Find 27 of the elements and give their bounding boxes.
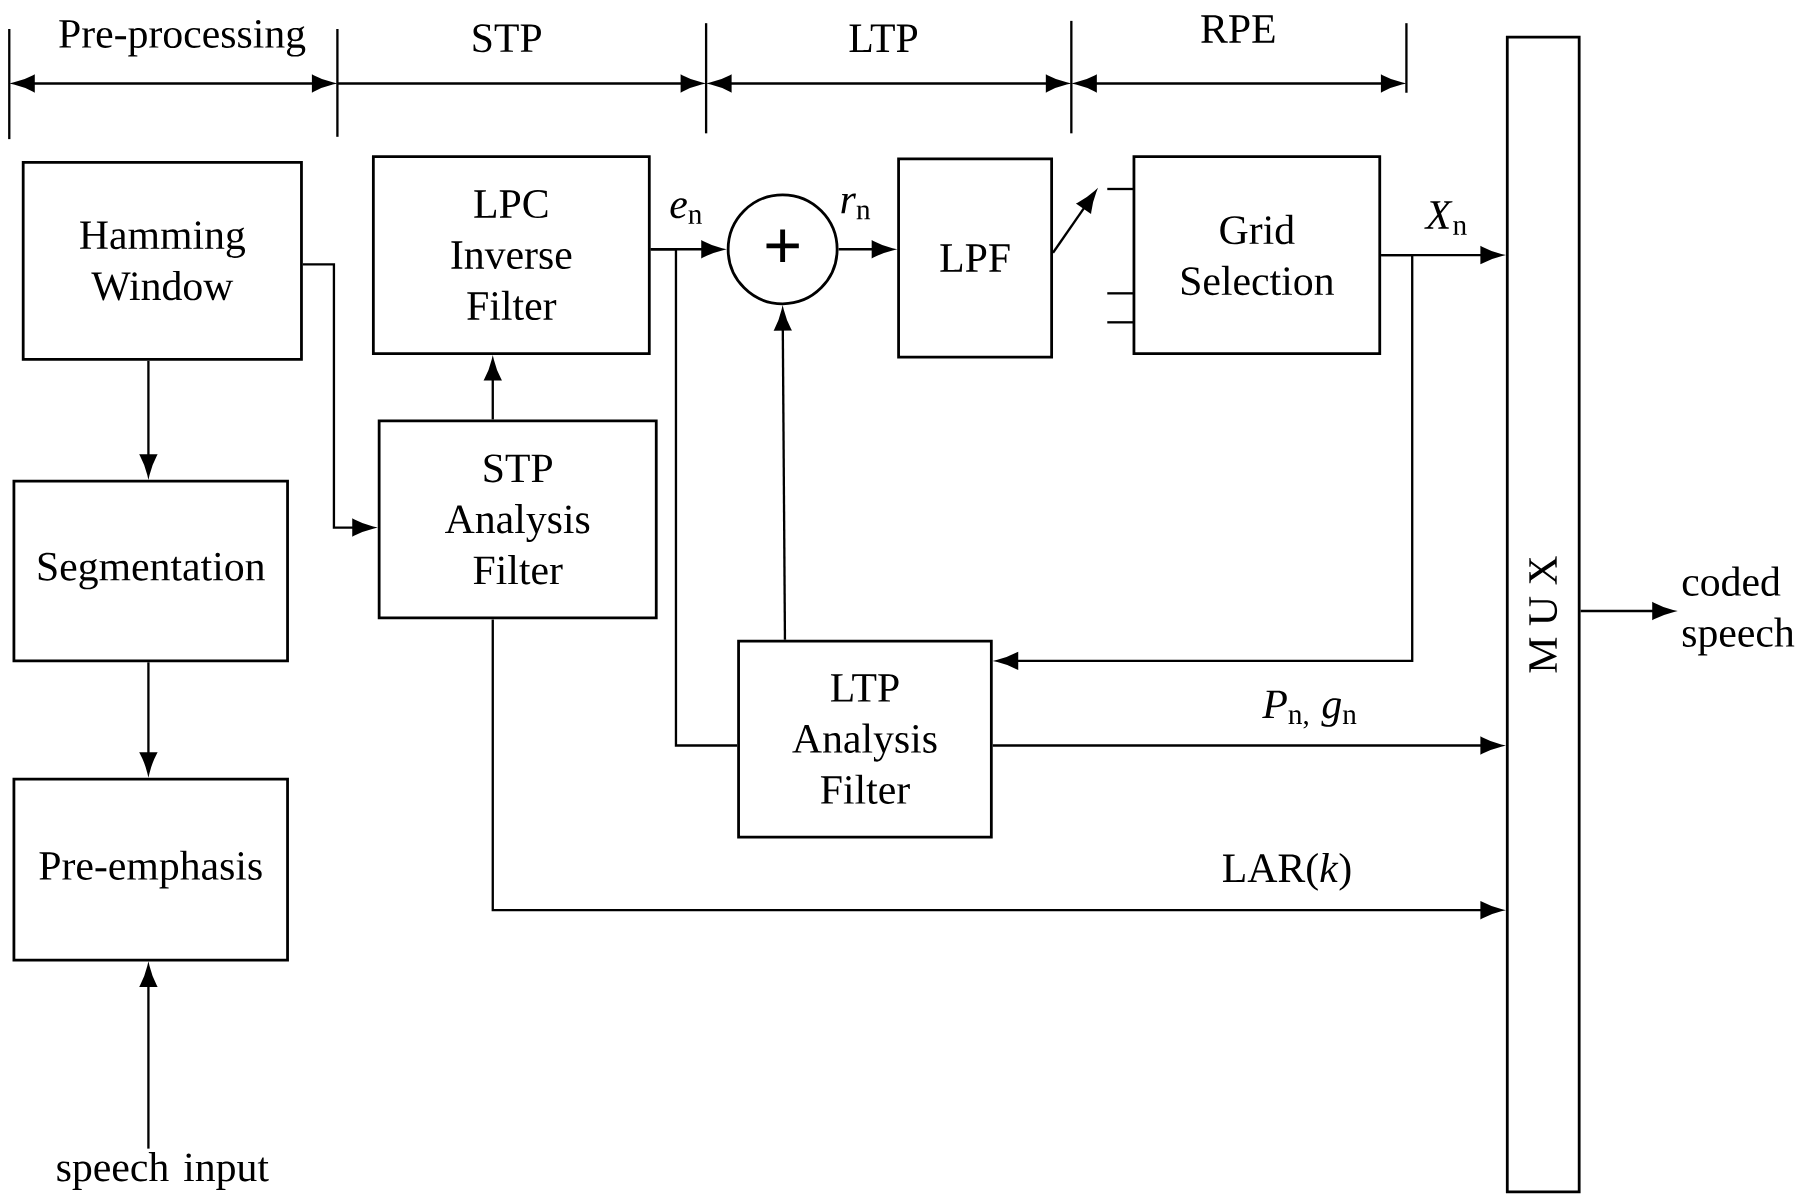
arrow — [1052, 190, 1097, 254]
process-box: LPC Inverse Filter — [371, 155, 651, 356]
edge-label: e$_{n}$ — [666, 196, 706, 227]
process-box: STP Analysis Filter — [377, 419, 658, 620]
edge-label: LAR(k) — [1219, 850, 1355, 894]
process-box: LTP Analysis Filter — [737, 640, 993, 839]
process-box: Segmentation — [12, 480, 289, 663]
process-box: Hamming Window — [21, 161, 303, 362]
signal-text: coded speech — [1682, 566, 1795, 656]
multiplexer-bar: M U X — [1505, 35, 1581, 1194]
arrow — [838, 241, 894, 258]
edge-label: X$_{n}$ — [1423, 199, 1471, 238]
section-label: RPE — [1197, 13, 1279, 46]
section-label: STP — [468, 22, 545, 55]
arrow — [491, 619, 1503, 919]
process-box: Grid Selection — [1132, 155, 1382, 356]
section-label: Pre-processing — [55, 17, 309, 60]
arrow — [139, 662, 157, 775]
process-box: LPF — [897, 157, 1054, 359]
edge-label: r$_{n}$ — [837, 191, 875, 222]
section-label: LTP — [846, 22, 921, 55]
arrow — [996, 254, 1414, 670]
summing-junction: + — [726, 193, 839, 306]
process-box: Pre-emphasis — [12, 778, 289, 962]
edge-label: P$_{n,}$ g$_{n}$ — [1260, 688, 1361, 732]
arrow — [139, 361, 157, 477]
signal-text: speech input — [57, 1152, 269, 1191]
